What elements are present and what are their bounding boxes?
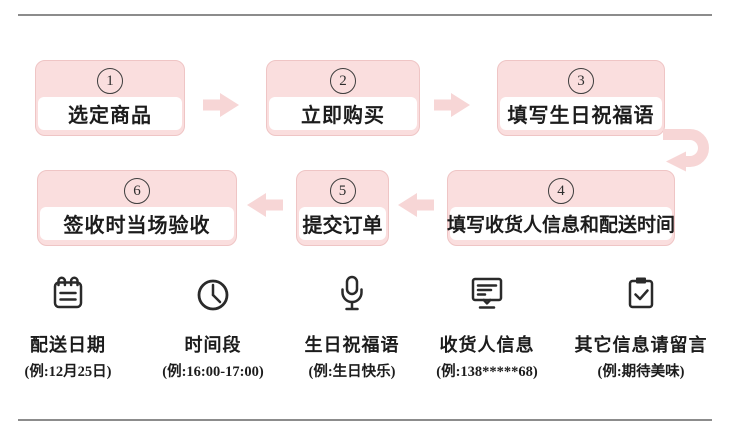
step-number-text: 1 xyxy=(106,72,114,89)
legend-item-birthday-wish: 生日祝福语 (例:生日快乐) xyxy=(285,271,419,381)
u-turn-arrow-icon xyxy=(658,126,716,177)
step-number-5: 5 xyxy=(329,178,356,204)
legend-example: (例:生日快乐) xyxy=(308,364,396,380)
step-number-4: 4 xyxy=(548,178,574,204)
arrow-left-icon xyxy=(247,193,283,222)
legend-item-other-message: 其它信息请留言 (例:期待美味) xyxy=(562,271,720,381)
step-label-2: 立即购买 xyxy=(301,105,385,127)
step-label-area: 签收时当场验收 xyxy=(40,207,234,240)
bottom-divider xyxy=(18,419,712,421)
legend-label: 配送日期 xyxy=(30,335,106,355)
legend-item-time-slot: 时间段 (例:16:00-17:00) xyxy=(146,271,280,381)
step-number-2: 2 xyxy=(330,68,356,94)
step-label-area: 选定商品 xyxy=(38,97,182,130)
step-number-6: 6 xyxy=(124,178,150,204)
step-box-4: 4 填写收货人信息和配送时间 xyxy=(447,170,675,246)
step-box-3: 3 填写生日祝福语 xyxy=(497,60,665,136)
legend-label: 时间段 xyxy=(184,335,242,355)
calendar-icon xyxy=(6,271,130,319)
arrow-right-icon xyxy=(434,93,470,122)
clipboard-check-icon xyxy=(562,271,720,319)
step-box-6: 6 签收时当场验收 xyxy=(37,170,237,246)
clock-icon xyxy=(146,271,280,319)
microphone-icon xyxy=(285,271,419,319)
legend-label: 生日祝福语 xyxy=(304,335,400,355)
step-label-area: 填写收货人信息和配送时间 xyxy=(447,207,676,240)
legend-example: (例:期待美味) xyxy=(597,364,685,380)
step-box-2: 2 立即购买 xyxy=(266,60,420,136)
step-number-text: 6 xyxy=(133,182,141,199)
step-box-1: 1 选定商品 xyxy=(35,60,185,136)
legend-example: (例:138*****68) xyxy=(436,364,538,380)
step-label-1: 选定商品 xyxy=(68,105,152,127)
top-divider xyxy=(18,14,712,16)
step-label-6: 签收时当场验收 xyxy=(63,215,211,237)
step-number-text: 2 xyxy=(339,72,347,89)
step-label-area: 立即购买 xyxy=(269,97,417,130)
step-number-text: 4 xyxy=(557,182,565,199)
legend-example: (例:16:00-17:00) xyxy=(162,364,264,380)
legend-label: 其它信息请留言 xyxy=(574,335,708,355)
arrow-left-icon xyxy=(398,193,434,222)
step-box-5: 5 提交订单 xyxy=(296,170,389,246)
legend-example: (例:12月25日) xyxy=(24,364,112,380)
legend-item-delivery-date: 配送日期 (例:12月25日) xyxy=(6,271,130,381)
arrow-right-icon xyxy=(203,93,239,122)
step-number-1: 1 xyxy=(97,68,123,94)
legend-label: 收货人信息 xyxy=(439,335,535,355)
step-label-3: 填写生日祝福语 xyxy=(507,105,655,127)
legend-item-recipient-info: 收货人信息 (例:138*****68) xyxy=(420,271,554,381)
step-number-text: 5 xyxy=(338,182,347,199)
step-number-text: 3 xyxy=(577,72,585,89)
step-number-3: 3 xyxy=(568,68,594,94)
step-label-4: 填写收货人信息和配送时间 xyxy=(447,215,676,236)
message-board-icon xyxy=(420,271,554,319)
step-label-5: 提交订单 xyxy=(302,215,383,237)
step-label-area: 填写生日祝福语 xyxy=(500,97,662,130)
step-label-area: 提交订单 xyxy=(299,207,386,240)
